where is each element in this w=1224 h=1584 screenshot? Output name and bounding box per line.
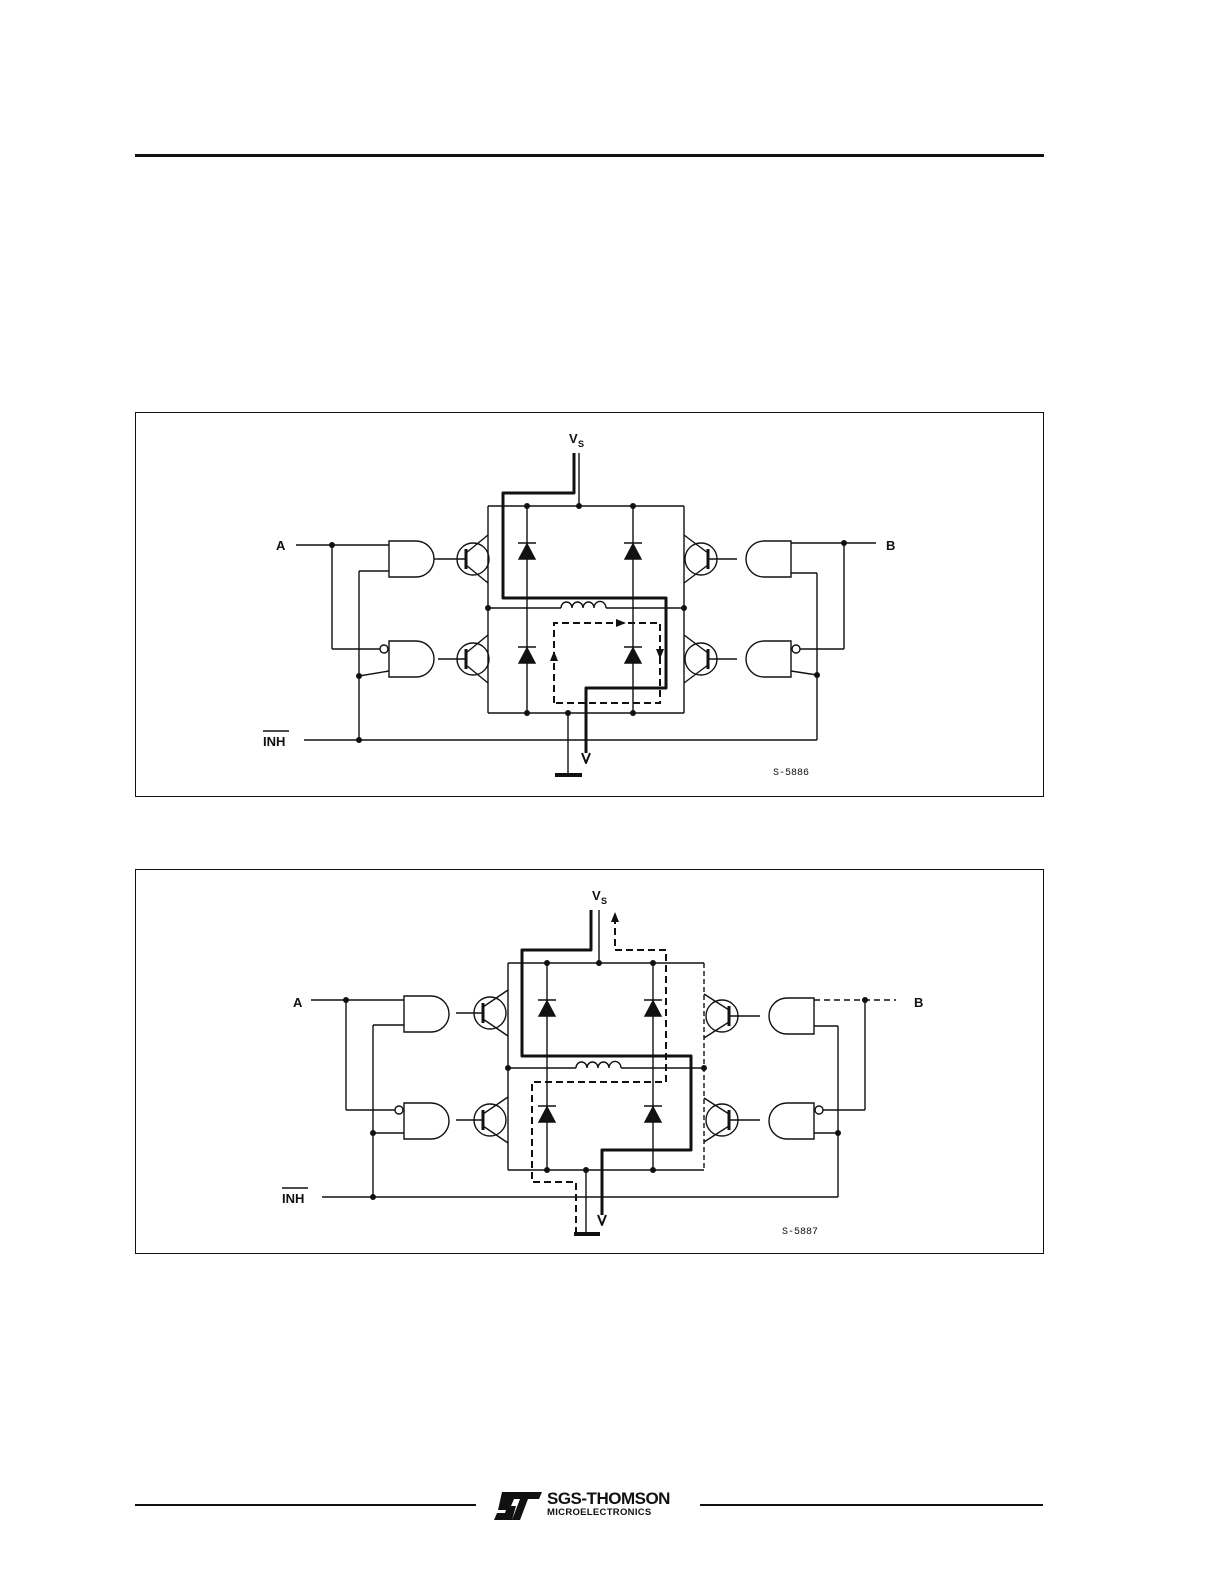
brand-subtitle: MICROELECTRONICS xyxy=(547,1507,652,1518)
inhibit-label: INH xyxy=(263,734,285,749)
st-logo-icon xyxy=(494,1492,542,1520)
supply-label: V xyxy=(569,431,578,446)
input-a-label: A xyxy=(276,538,286,553)
input-b-label: B xyxy=(914,995,923,1010)
footer-rule-left xyxy=(135,1504,476,1506)
header-rule xyxy=(135,154,1044,157)
brand-name: SGS-THOMSON xyxy=(547,1489,670,1508)
input-a-label: A xyxy=(293,995,303,1010)
company-logo: SGS-THOMSON MICROELECTRONICS xyxy=(492,1488,692,1524)
circuit-diagram-2: V S A B INH S-5887 xyxy=(282,888,923,1238)
supply-subscript: S xyxy=(578,439,584,449)
figure-ref: S-5887 xyxy=(782,1227,818,1238)
supply-subscript: S xyxy=(601,896,607,906)
circuit-figure-1: V S A B INH S-5886 xyxy=(135,412,1044,797)
figure-ref: S-5886 xyxy=(773,768,809,779)
supply-label: V xyxy=(592,888,601,903)
inhibit-label: INH xyxy=(282,1191,304,1206)
input-b-label: B xyxy=(886,538,895,553)
footer-rule-right xyxy=(700,1504,1043,1506)
circuit-diagram-1: V S A B INH S-5886 xyxy=(263,431,895,779)
circuit-figure-2: V S A B INH S-5887 xyxy=(135,869,1044,1254)
